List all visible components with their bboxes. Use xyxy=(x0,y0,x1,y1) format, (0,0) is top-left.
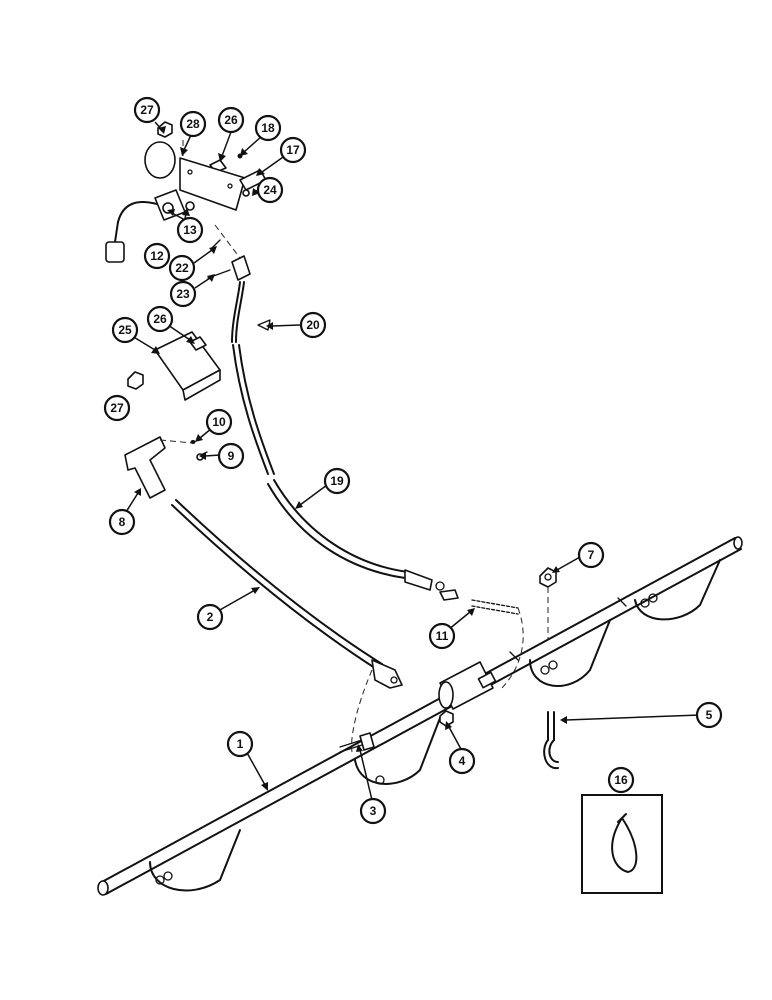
svg-text:5: 5 xyxy=(706,708,713,722)
bracket xyxy=(124,436,166,499)
callout-20: 20 xyxy=(299,311,327,339)
callout-16: 16 xyxy=(607,766,635,794)
svg-text:18: 18 xyxy=(261,121,275,135)
svg-text:26: 26 xyxy=(224,113,238,127)
switch-assembly xyxy=(105,141,195,263)
alignment-lines xyxy=(159,140,549,753)
callout-1: 1 xyxy=(226,730,254,758)
svg-text:4: 4 xyxy=(459,754,466,768)
control-cable xyxy=(231,255,445,591)
svg-text:11: 11 xyxy=(436,629,449,643)
svg-text:10: 10 xyxy=(212,415,226,429)
callout-26-upper: 26 xyxy=(217,106,245,134)
svg-text:23: 23 xyxy=(176,287,190,301)
callout-2: 2 xyxy=(196,603,224,631)
svg-text:9: 9 xyxy=(228,449,235,463)
svg-text:25: 25 xyxy=(118,323,132,337)
callout-11: 11 xyxy=(428,622,456,650)
callout-4: 4 xyxy=(448,747,476,775)
leader-lines xyxy=(125,121,701,801)
linkage-rod xyxy=(171,499,403,689)
callout-9: 9 xyxy=(217,442,245,470)
shaft-collar xyxy=(438,661,497,710)
callout-7: 7 xyxy=(577,541,605,569)
svg-text:22: 22 xyxy=(175,261,189,275)
callout-12: 12 xyxy=(143,242,171,270)
cross-shaft xyxy=(97,536,743,896)
svg-text:17: 17 xyxy=(286,143,300,157)
nut-4 xyxy=(439,710,454,727)
mounting-plate xyxy=(179,157,246,211)
svg-text:12: 12 xyxy=(150,249,164,263)
callout-19: 19 xyxy=(323,467,351,495)
callout-13: 13 xyxy=(176,216,204,244)
svg-text:16: 16 xyxy=(614,773,628,787)
callout-23: 23 xyxy=(169,280,197,308)
svg-text:3: 3 xyxy=(370,804,377,818)
svg-text:19: 19 xyxy=(330,474,344,488)
shaft-straps xyxy=(149,559,721,892)
bolt-3 xyxy=(339,732,375,753)
nut-7 xyxy=(539,567,557,588)
svg-text:27: 27 xyxy=(140,103,154,117)
svg-text:8: 8 xyxy=(119,515,126,529)
callout-5: 5 xyxy=(695,701,723,729)
svg-text:27: 27 xyxy=(110,401,124,415)
callout-24: 24 xyxy=(256,176,284,204)
callout-27-lower: 27 xyxy=(103,394,131,422)
svg-text:13: 13 xyxy=(183,223,197,237)
inset-box xyxy=(581,794,663,894)
callout-27-upper: 27 xyxy=(133,96,161,124)
angle-bracket xyxy=(154,331,221,401)
svg-text:1: 1 xyxy=(237,737,244,751)
svg-text:24: 24 xyxy=(263,183,277,197)
pins xyxy=(207,239,231,279)
callout-10: 10 xyxy=(205,408,233,436)
chain xyxy=(439,589,519,615)
svg-text:2: 2 xyxy=(207,610,214,624)
hook-bolt xyxy=(543,711,559,770)
svg-text:7: 7 xyxy=(588,548,595,562)
callout-26-lower: 26 xyxy=(146,305,174,333)
callout-25: 25 xyxy=(111,316,139,344)
callout-28: 28 xyxy=(179,110,207,138)
callout-8: 8 xyxy=(108,508,136,536)
callout-18: 18 xyxy=(254,114,282,142)
callout-3: 3 xyxy=(359,797,387,825)
callout-22: 22 xyxy=(168,254,196,282)
callout-17: 17 xyxy=(279,136,307,164)
svg-text:26: 26 xyxy=(153,312,167,326)
svg-text:28: 28 xyxy=(186,117,200,131)
svg-text:20: 20 xyxy=(306,318,320,332)
